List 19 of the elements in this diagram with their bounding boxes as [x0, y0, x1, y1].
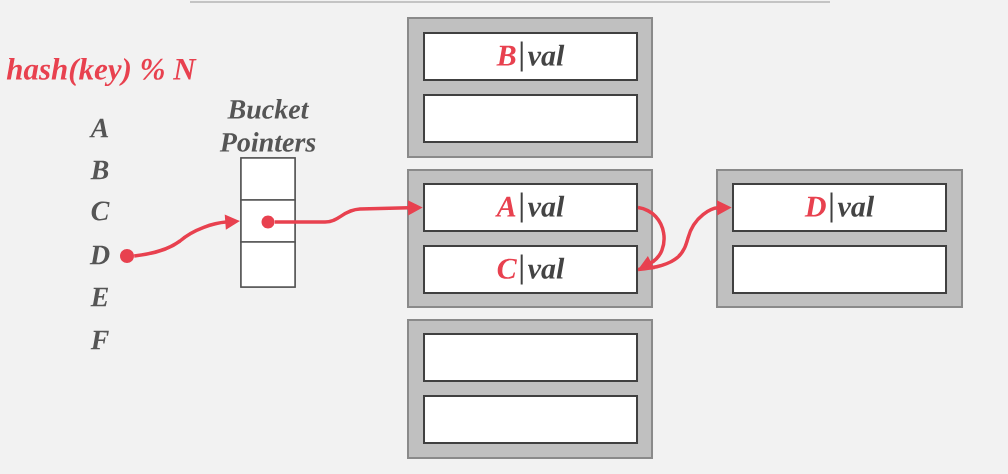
- key-letter: F: [90, 330, 109, 350]
- hash-function-label: hash(key) % N: [6, 57, 197, 87]
- record-slot: [423, 333, 638, 382]
- record-slot: [732, 245, 947, 294]
- key-letter: C: [91, 201, 110, 221]
- key-letter: B: [90, 160, 109, 180]
- key-letter: E: [90, 287, 109, 307]
- array-heading: Bucket Pointers: [219, 99, 316, 152]
- key-letter: A: [89, 118, 109, 138]
- record-slot: [423, 395, 638, 444]
- pointer-slot: [240, 157, 296, 201]
- record-slot: [423, 94, 638, 143]
- record-slot: D val: [732, 183, 947, 232]
- pointer-slot: [240, 241, 296, 288]
- record-slot: C val: [423, 245, 638, 294]
- key-letter: D: [89, 245, 110, 265]
- record-slot: B val: [423, 32, 638, 81]
- record-slot: A val: [423, 183, 638, 232]
- pointer-slot: [240, 199, 296, 243]
